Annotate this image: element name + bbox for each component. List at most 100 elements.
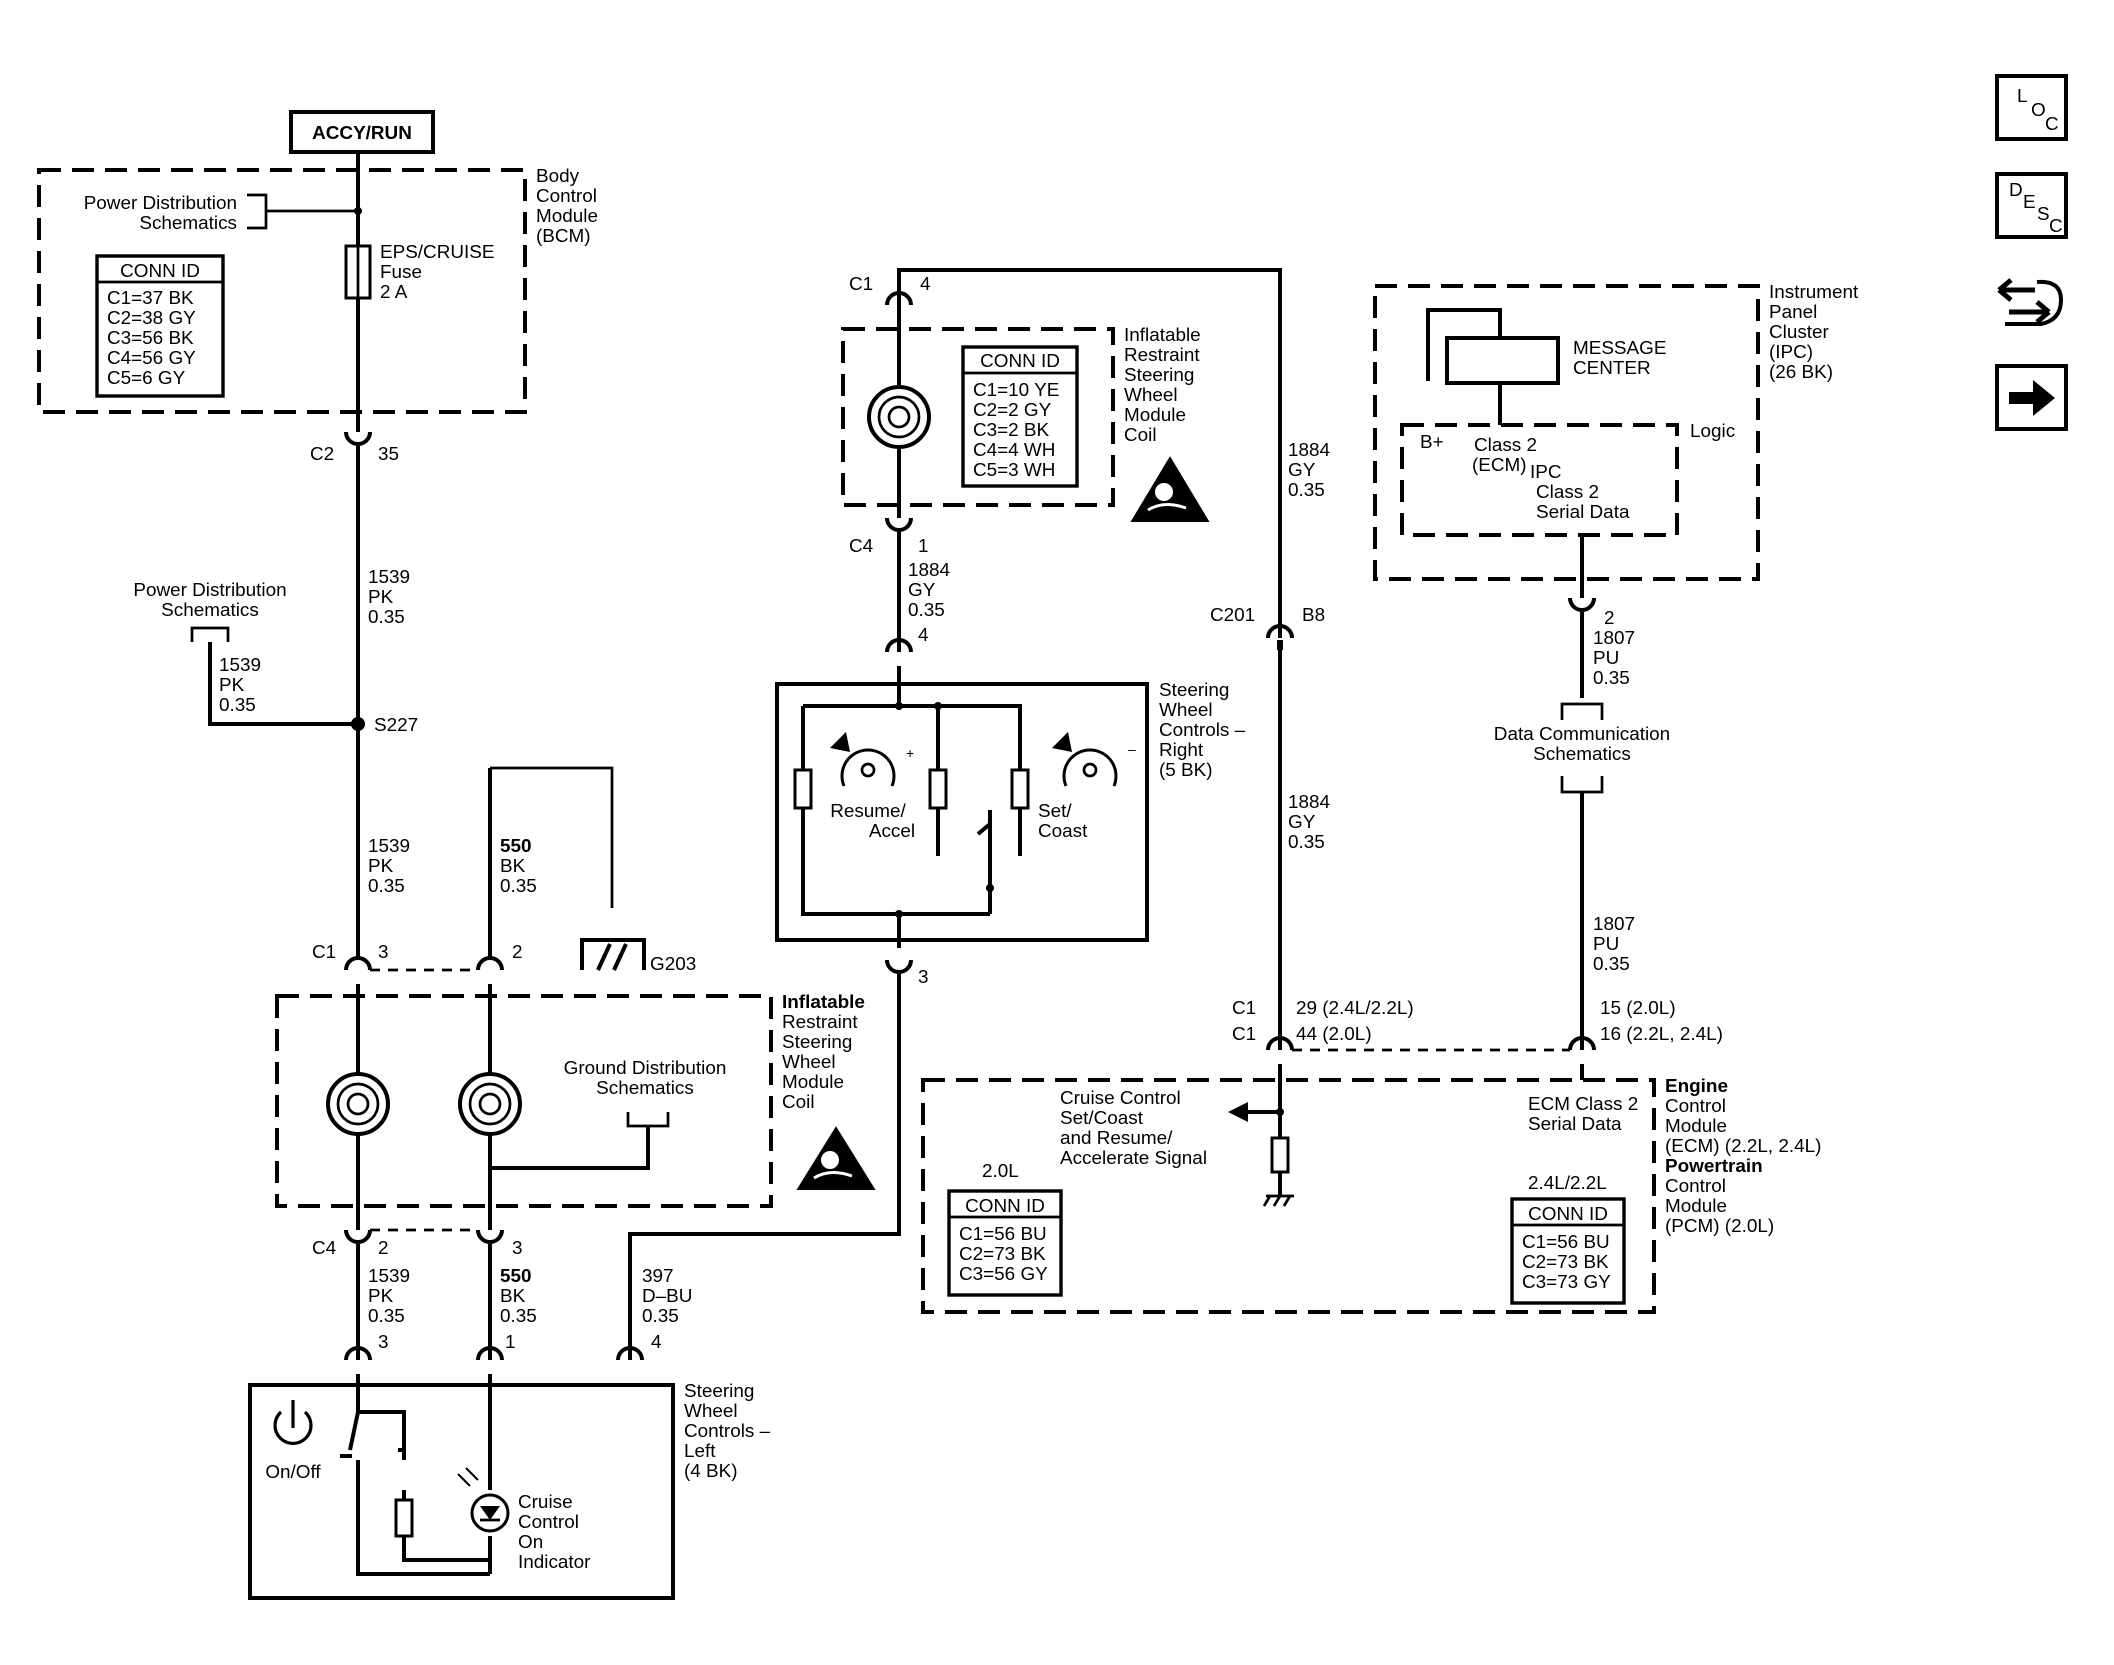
ecm-20l-label: 2.0L — [982, 1161, 1019, 1182]
svg-text:(ECM) (2.2L, 2.4L): (ECM) (2.2L, 2.4L) — [1665, 1136, 1821, 1157]
on-off-label: On/Off — [265, 1462, 321, 1483]
message-center-feed — [1426, 308, 1502, 381]
connector-c4-pin2 — [344, 1229, 372, 1244]
message-center-display — [1445, 336, 1560, 385]
set-coast-icon: – — [1052, 732, 1136, 787]
svg-text:Coast: Coast — [1038, 821, 1088, 842]
power-distribution-schematics-link-2[interactable]: Power Distribution Schematics — [133, 580, 287, 642]
svg-text:1: 1 — [918, 536, 929, 557]
svg-text:Panel: Panel — [1769, 302, 1817, 323]
svg-text:D–BU: D–BU — [642, 1286, 692, 1307]
svg-text:C2=73 BK: C2=73 BK — [1522, 1252, 1609, 1273]
power-distribution-schematics-link-1[interactable]: Power Distribution Schematics — [84, 193, 268, 234]
svg-text:Controls –: Controls – — [1159, 720, 1246, 741]
wire-1539-label-d: 1539 PK 0.35 — [368, 1266, 410, 1327]
svg-text:C1: C1 — [312, 942, 336, 963]
svg-text:C5=3 WH: C5=3 WH — [973, 460, 1055, 481]
svg-text:C3=56 BK: C3=56 BK — [107, 328, 194, 349]
svg-text:Schematics: Schematics — [596, 1078, 694, 1099]
irs-conn-id-table: CONN ID C1=10 YE C2=2 GY C3=2 BK C4=4 WH… — [961, 345, 1079, 488]
svg-text:Restraint: Restraint — [1124, 345, 1200, 366]
fuse-label: EPS/CRUISE Fuse 2 A — [380, 242, 494, 303]
svg-text:Steering: Steering — [1124, 365, 1194, 386]
location-view-button[interactable]: L O C — [1995, 74, 2068, 141]
svg-text:C1: C1 — [849, 274, 873, 295]
svg-text:Inflatable: Inflatable — [1124, 325, 1201, 346]
svg-text:CENTER: CENTER — [1573, 358, 1651, 379]
svg-text:Cruise Control: Cruise Control — [1060, 1088, 1181, 1109]
wire-1539-label-b: 1539 PK 0.35 — [219, 655, 261, 716]
wire-1884-label-a: 1884 GY 0.35 — [908, 560, 950, 621]
data-communication-schematics-link[interactable]: Data Communication Schematics — [1494, 702, 1670, 794]
svg-text:Powertrain: Powertrain — [1665, 1156, 1763, 1177]
svg-text:Module: Module — [1124, 405, 1186, 426]
svg-text:CONN ID: CONN ID — [980, 351, 1060, 372]
set-coast-label: Set/ Coast — [1038, 801, 1088, 842]
svg-text:1539: 1539 — [219, 655, 261, 676]
wire-1884-label-b: 1884 GY 0.35 — [1288, 440, 1330, 501]
svg-text:PK: PK — [368, 587, 394, 608]
svg-text:PU: PU — [1593, 648, 1619, 669]
svg-text:Ground Distribution: Ground Distribution — [564, 1058, 727, 1079]
svg-text:0.35: 0.35 — [219, 695, 256, 716]
wire-1884-label-c: 1884 GY 0.35 — [1288, 792, 1330, 853]
connector-c4-pin3 — [476, 1229, 504, 1244]
bcm-conn-id-table: CONN ID C1=37 BK C2=38 GY C3=56 BK C4=56… — [95, 254, 225, 398]
ground-distribution-schematics-link[interactable]: Ground Distribution Schematics — [564, 1058, 727, 1128]
svg-text:On: On — [518, 1532, 543, 1553]
cruise-signal-label: Cruise Control Set/Coast and Resume/ Acc… — [1060, 1088, 1207, 1169]
svg-text:4: 4 — [651, 1332, 662, 1353]
bcm-boundary — [37, 168, 527, 414]
svg-text:Left: Left — [684, 1441, 716, 1462]
svg-text:Fuse: Fuse — [380, 262, 422, 283]
svg-text:Serial Data: Serial Data — [1536, 502, 1630, 523]
connector-c1-pin3 — [344, 956, 372, 971]
message-center-label: MESSAGE CENTER — [1573, 338, 1666, 379]
svg-text:2: 2 — [1604, 608, 1615, 629]
accy-run-label: ACCY/RUN — [312, 123, 412, 144]
steering-wheel-controls-right-box — [775, 682, 1149, 942]
svg-text:0.35: 0.35 — [908, 600, 945, 621]
next-page-button[interactable] — [1995, 364, 2068, 431]
svg-text:B8: B8 — [1302, 605, 1325, 626]
svg-text:C2=38 GY: C2=38 GY — [107, 308, 196, 329]
svg-text:C1=37 BK: C1=37 BK — [107, 288, 194, 309]
svg-text:C3=73 GY: C3=73 GY — [1522, 1272, 1611, 1293]
ipc-class2-serial-label: IPC Class 2 Serial Data — [1530, 462, 1630, 523]
svg-text:BK: BK — [500, 1286, 526, 1307]
irs-steering-coil-left-boundary — [275, 994, 773, 1208]
svg-text:Control: Control — [1665, 1176, 1726, 1197]
ecm-pullup-resistor — [1270, 1136, 1290, 1174]
svg-text:0.35: 0.35 — [500, 876, 537, 897]
svg-text:0.35: 0.35 — [1593, 954, 1630, 975]
on-off-switch — [340, 1374, 406, 1574]
svg-text:Right: Right — [1159, 740, 1204, 761]
svg-text:1884: 1884 — [908, 560, 950, 581]
wire-1807-label-a: 1807 PU 0.35 — [1593, 628, 1635, 689]
coil-spiral-top — [867, 385, 931, 449]
splice-s227 — [351, 717, 365, 731]
svg-text:Set/: Set/ — [1038, 801, 1072, 822]
svg-text:C1=56 BU: C1=56 BU — [1522, 1232, 1610, 1253]
ecm-ground-symbol — [1262, 1194, 1294, 1207]
arrow-right-icon — [2009, 380, 2055, 416]
splice-label: S227 — [374, 715, 418, 736]
ecm-24l-label: 2.4L/2.2L — [1528, 1173, 1607, 1194]
svg-text:397: 397 — [642, 1266, 674, 1287]
svg-text:(5 BK): (5 BK) — [1159, 760, 1213, 781]
resistor-swc-right-3 — [1010, 768, 1030, 810]
svg-text:Inflatable: Inflatable — [782, 992, 865, 1013]
class2-ecm-label: Class 2 (ECM) — [1472, 435, 1537, 476]
svg-text:Wheel: Wheel — [1159, 700, 1213, 721]
svg-text:1884: 1884 — [1288, 792, 1330, 813]
description-view-button[interactable]: D E S C — [1995, 172, 2068, 239]
irs-steering-coil-top-boundary — [841, 327, 1115, 507]
coil-spiral-left-1 — [326, 1072, 390, 1136]
svg-text:CONN ID: CONN ID — [965, 1196, 1045, 1217]
svg-text:Restraint: Restraint — [782, 1012, 858, 1033]
connector-view-button[interactable] — [1995, 276, 2068, 330]
svg-text:0.35: 0.35 — [368, 1306, 405, 1327]
svg-text:4: 4 — [918, 625, 929, 646]
svg-text:1: 1 — [505, 1332, 516, 1353]
